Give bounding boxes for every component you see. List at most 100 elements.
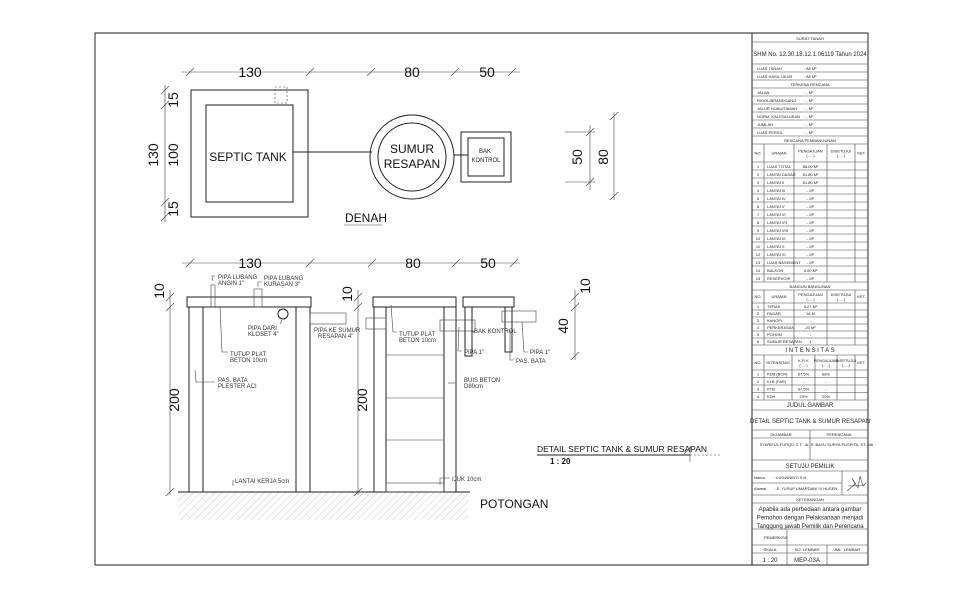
label-tutup-2b: BETON 10cm [399, 338, 436, 344]
bangunan-table-cell: PAGAR [767, 311, 781, 316]
terkena-label: JALUR HIJAU/TAMAN [757, 106, 797, 111]
bak-label-1: BAK [479, 149, 491, 155]
sec-dim-septic-width: 130 [238, 255, 262, 271]
bak-wall-right [504, 306, 513, 353]
bak-kontrol-inner [467, 137, 505, 177]
sumur-wall-left [373, 306, 387, 493]
rencana-table-cell: LANTAI VIII [767, 228, 788, 233]
nama-value: : LUGIANINTI S.H. [774, 475, 808, 480]
rencana-table-cell: - M² [807, 204, 815, 209]
rencana-table-cell: 88.00 M² [803, 164, 819, 169]
rencana-table-cell: 15 [756, 276, 761, 281]
bangunan-table-header: DISETUJUI(.....) [831, 292, 852, 302]
rencana-table-header: NO. [754, 151, 761, 156]
dim-bak-height: 50 [569, 149, 585, 165]
rencana-table-cell: 3 [757, 180, 760, 185]
terkena-label: JALAN [757, 90, 770, 95]
pipe-to-sumur [309, 312, 347, 325]
intensitas-table-cell: 3 [757, 387, 760, 392]
bangunan-table-cell: 5 [757, 332, 760, 337]
rencana-table-cell: LUAS TOTAL [767, 164, 792, 169]
label-pipa-kuras-1: PIPA LUBANG [264, 276, 304, 282]
detail-marker-icon [683, 445, 720, 462]
drawing-title: DETAIL SEPTIC TANK & SUMUR RESAPAN [750, 419, 870, 425]
intensitas-table-cell: 20% [822, 394, 830, 399]
label-pipa-sumur-2: RESAPAN 4" [318, 334, 353, 340]
dim-septic-height: 130 [145, 143, 161, 167]
no-lembar-value: MEP-03A [794, 558, 820, 564]
intensitas-table-cell: KDB (BCR) [767, 372, 788, 377]
terkena-label: NORM. KALI/SALURAN [757, 114, 800, 119]
rencana-table-cell: - M² [807, 236, 815, 241]
bangunan-table-cell: PERKERASAN [767, 325, 794, 330]
rencana-table-cell: 5.00 M² [804, 268, 818, 273]
sumur-inner [377, 122, 447, 192]
septic-tank-outer [190, 89, 309, 218]
bangunan-table-cell: - [810, 332, 812, 337]
terkena-value: : - M² [804, 106, 814, 111]
intensitas-table-header: INTENSITAS [766, 360, 790, 365]
label-buis-beton-2: D80cm [464, 384, 483, 390]
sumur-label-2: RESAPAN [384, 157, 440, 171]
terkena-label: LUAS PERSIL [757, 130, 784, 135]
bak-label-2: KONTROL [471, 158, 501, 164]
label-tutup-1b: BETON 10cm [230, 358, 267, 364]
label-pas-bata-1a: PAS. BATA [218, 378, 248, 384]
sec-dim-depth-mid: 200 [354, 388, 370, 412]
intensitas-table-header: PENGAJUAN(.....) [814, 358, 839, 368]
bangunan-table-header: KET. [857, 294, 865, 299]
luas-value: : 88 M² [804, 66, 817, 71]
rencana-table-cell: - M² [807, 212, 815, 217]
perencana-name: Ar. S. BAYU SURYA PUSPITA, ST., IAI [805, 442, 874, 447]
intensitas-table-header: K.R.K(.....) [798, 358, 809, 368]
dimension-lines-section [165, 258, 580, 497]
intensitas-table-cell: KTB [767, 387, 775, 392]
septic-tank-label: SEPTIC TANK [209, 150, 287, 164]
bangunan-table-cell: 4 [757, 325, 760, 330]
digambar-name: SYARIFUL FURQO S.T. [760, 442, 803, 447]
bangunan-table-cell: 3 [757, 318, 760, 323]
intensitas-table-cell: - [825, 379, 827, 384]
detail-scale: 1 : 20 [550, 457, 571, 466]
label-ijuk: IJUK 10cm [452, 477, 481, 483]
intensitas-table-cell: 67.5% [798, 387, 810, 392]
dim-sumur-width: 80 [404, 64, 420, 80]
rencana-table-cell: 9 [757, 228, 760, 233]
intensitas-table-cell: - [803, 379, 805, 384]
pemeriksa-label: PEMERIKSA [764, 535, 788, 540]
bangunan-table-cell: 2 [757, 311, 760, 316]
label-pipa-kloset-2: KLOSET 4" [248, 332, 279, 338]
digambar-label: DIGAMBAR [770, 432, 791, 437]
dim-top-wall: 15 [165, 92, 181, 108]
bangunan-table-cell: SUMUR RESAPAN [767, 339, 802, 344]
alamat-value: : Jl. YUSUF UMARDANI IV HUSEN [774, 486, 837, 491]
sec-dim-slab-right: 10 [577, 278, 593, 294]
leader-lines [194, 275, 528, 486]
rencana-table-cell: LANTAI II [767, 180, 784, 185]
luas-label: LUAS HASIL UKUR [757, 74, 793, 79]
terkena-rencana-heading: TERKENA RENCANA [790, 82, 830, 87]
plan-title: DENAH [345, 211, 387, 225]
terkena-value: : - M² [804, 90, 814, 95]
intensitas-table-header: NO. [754, 360, 761, 365]
rencana-table-cell: - M² [807, 276, 815, 281]
owner-signature [846, 475, 867, 492]
rencana-table-cell: LANTAI DASAR [767, 172, 796, 177]
rencana-table-header: PENGAJUAN(.....) [798, 149, 823, 159]
luas-label: LUAS TANAH [757, 66, 782, 71]
intensitas-table-cell: - [825, 387, 827, 392]
bangunan-table-cell: 1 [757, 304, 760, 309]
setuju-pemilik-heading: SETUJU PEMILIK [786, 464, 835, 470]
bangunan-table-cell: TERAS [767, 304, 781, 309]
kloset-pipe [277, 308, 289, 320]
terkena-label: JUMLAH [757, 122, 773, 127]
rencana-table-cell: LANTAI XI [767, 252, 786, 257]
intensitas-table-cell: KDH [767, 394, 776, 399]
pipe-into-sumur [365, 317, 387, 330]
pipe-out-bak [501, 310, 537, 323]
rencana-table-cell: 61.80 M² [803, 180, 819, 185]
label-pipa-angin-1: PIPA LUBANG [218, 275, 258, 281]
rencana-pembangunan-heading: RENCANA PEMBANGUNAN [784, 138, 836, 143]
